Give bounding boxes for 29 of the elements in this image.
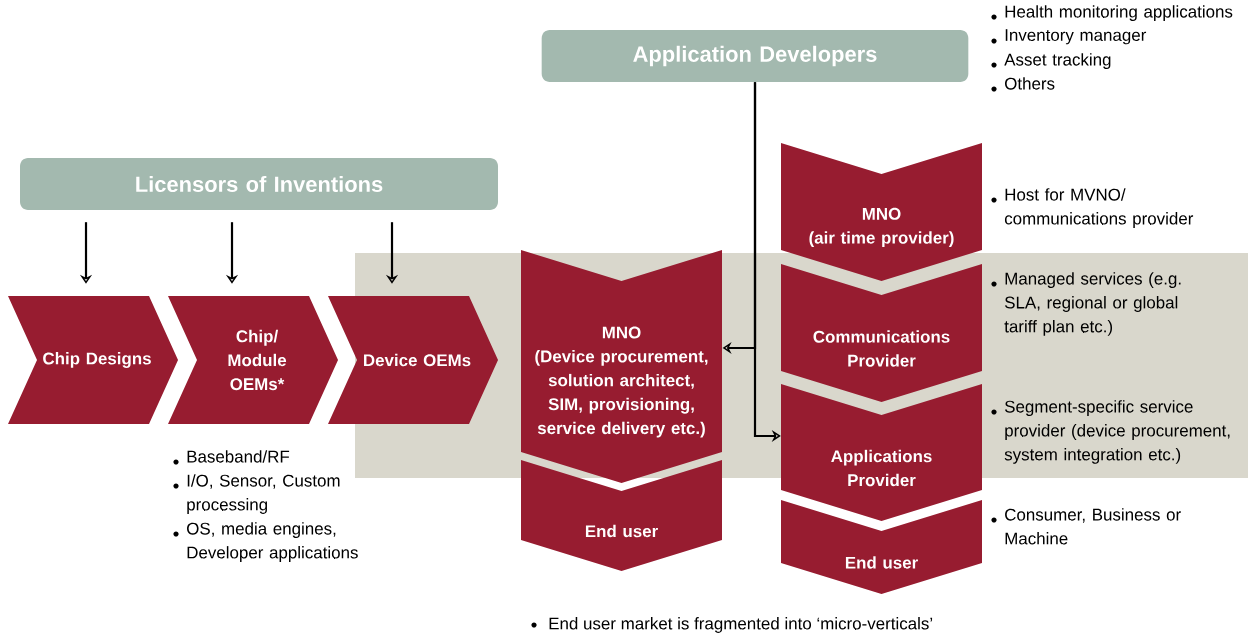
node-label: Communications Provider [813,330,950,367]
bullet-text: Asset tracking [1004,53,1111,69]
header-box: Licensors of Inventions [20,158,498,210]
bullet-text: Managed services (e.g. SLA, regional or global tariff plan etc.) [1004,272,1181,336]
note-text: End user market is fragmented into ‘micro-verticals’ [549,617,933,633]
bullet-text: Segment-specific service provider (device procurement, system integration etc.) [1004,400,1230,464]
process-step: Chip/ Module OEMs* [168,296,338,424]
header-box: Application Developers [541,30,969,82]
node-label: End user [845,556,918,569]
bullet-text: Host for MVNO/ communications provider [1004,188,1194,228]
node-label: Applications Provider [831,449,932,487]
process-step: Chip Designs [8,296,178,424]
bullet-text: Baseband/RF [187,450,290,463]
bullet-text: Others [1005,77,1055,90]
bullet-text: Inventory manager [1005,29,1147,45]
stage-band: MNO (Device procurement, solution architect, SIM, provisioning, service delivery etc.) [521,250,722,483]
stage-band: End user [781,500,982,594]
bullet-text: Consumer, Business or Machine [1005,508,1181,545]
process-step: Device OEMs [328,296,498,424]
node-label: (Device procurement, solution architect, SIM, provisioning, service delivery etc.) [535,349,708,438]
stage-band: End user [521,460,722,571]
stage-band: Communications Provider [781,264,982,402]
bullet-text: I/O, Sensor, Custom processing [187,474,340,514]
bullet-text: OS, media engines, Developer applications [187,522,358,562]
node-label: End user [585,524,658,538]
node-label: MNO [602,326,641,339]
stage-band: Applications Provider [781,384,982,521]
stage-band: MNO (air time provider) [781,143,982,281]
bullet-text: Health monitoring applications [1005,5,1233,21]
